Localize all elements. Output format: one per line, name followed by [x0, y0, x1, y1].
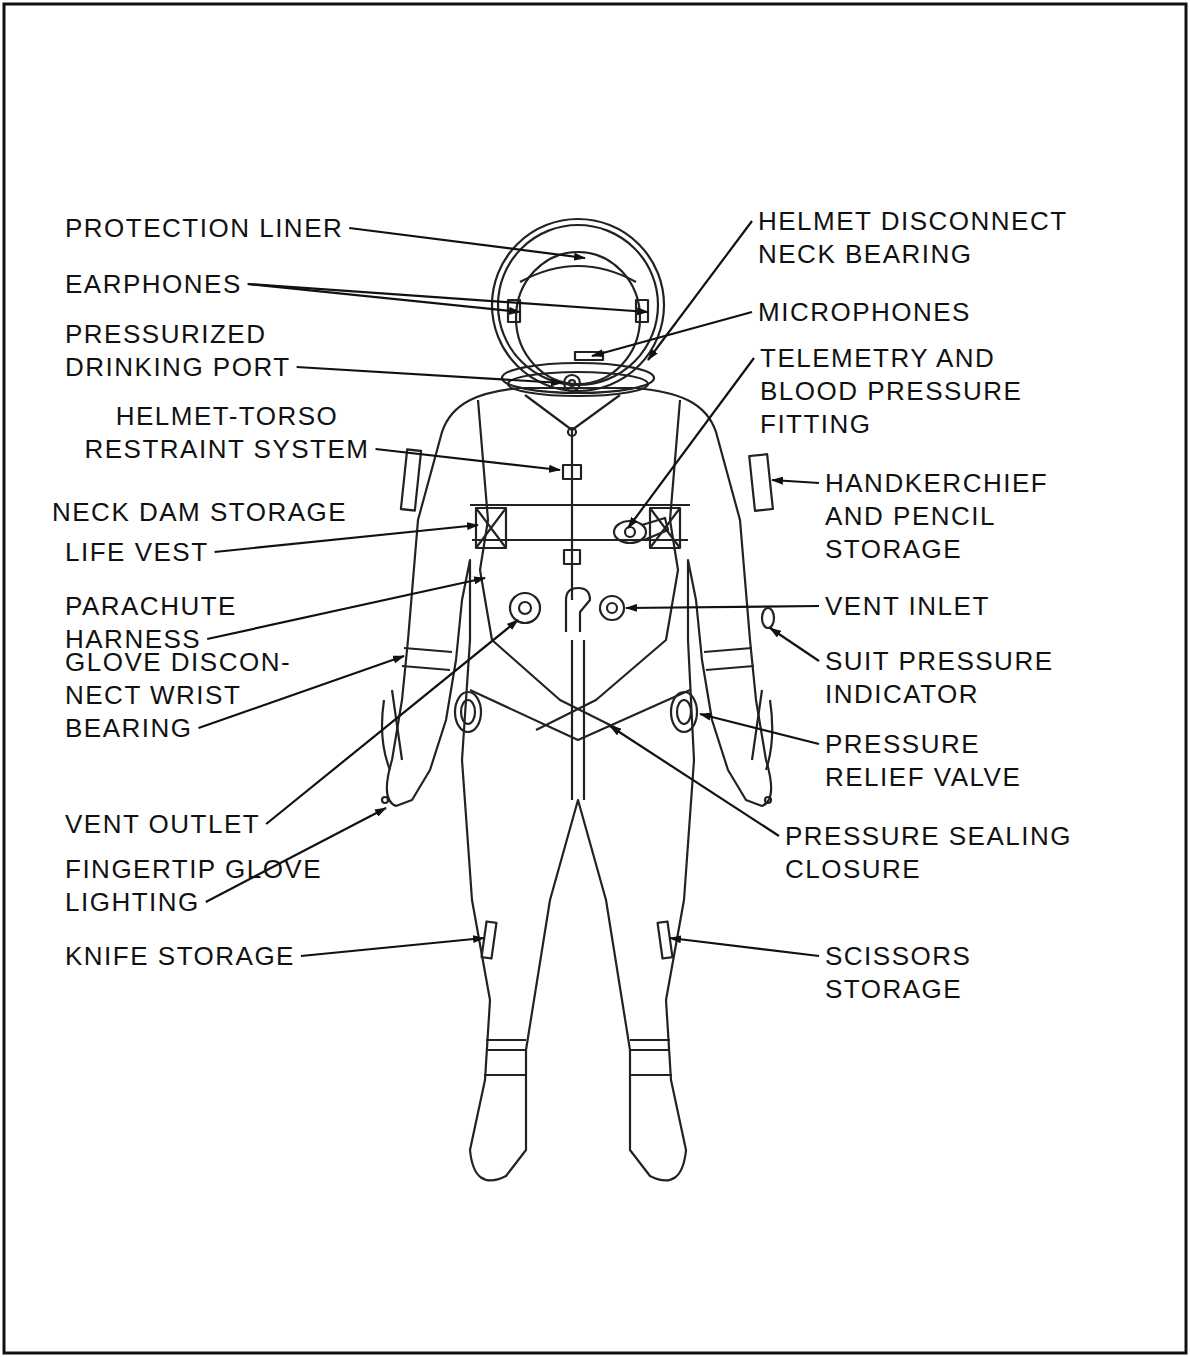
part-label: EARPHONES	[65, 268, 242, 301]
leader-line	[207, 578, 485, 639]
part-label: PARACHUTE HARNESS	[65, 590, 265, 656]
part-label: FINGERTIP GLOVE LIGHTING	[65, 853, 395, 919]
part-label: PRESSURE RELIEF VALVE	[825, 728, 1065, 794]
leader-line	[248, 284, 520, 312]
part-label: HANDKERCHIEF AND PENCIL STORAGE	[825, 467, 1095, 566]
leader-line	[301, 938, 484, 956]
leader-line	[215, 525, 478, 552]
part-label: KNIFE STORAGE	[65, 940, 295, 973]
part-label: TELEMETRY AND BLOOD PRESSURE FITTING	[760, 342, 1070, 441]
leader-line	[248, 284, 648, 312]
part-label: MICROPHONES	[758, 296, 971, 329]
part-label: PRESSURE SEALING CLOSURE	[785, 820, 1135, 886]
part-label: HELMET-TORSO RESTRAINT SYSTEM	[52, 400, 402, 466]
leader-line	[376, 449, 561, 470]
leader-line	[700, 714, 819, 744]
part-label: GLOVE DISCON- NECT WRIST BEARING	[65, 646, 350, 745]
leader-line	[349, 228, 585, 258]
leader-line	[297, 367, 562, 383]
leader-line	[610, 726, 779, 836]
part-label: NECK DAM STORAGE	[52, 496, 347, 529]
leader-line	[592, 312, 752, 356]
leader-line	[648, 221, 752, 360]
part-label: SUIT PRESSURE INDICATOR	[825, 645, 1115, 711]
leader-line	[628, 358, 754, 528]
leader-line	[266, 620, 518, 824]
part-label: HELMET DISCONNECT NECK BEARING	[758, 205, 1128, 271]
part-label: VENT OUTLET	[65, 808, 260, 841]
part-label: PRESSURIZED DRINKING PORT	[65, 318, 355, 384]
part-label: SCISSORS STORAGE	[825, 940, 1005, 1006]
part-label: VENT INLET	[825, 590, 990, 623]
leader-line	[770, 628, 819, 661]
part-label: PROTECTION LINER	[65, 212, 343, 245]
part-label: LIFE VEST	[65, 536, 209, 569]
leader-line	[670, 938, 819, 956]
leader-line	[772, 480, 819, 483]
leader-line	[626, 606, 819, 608]
